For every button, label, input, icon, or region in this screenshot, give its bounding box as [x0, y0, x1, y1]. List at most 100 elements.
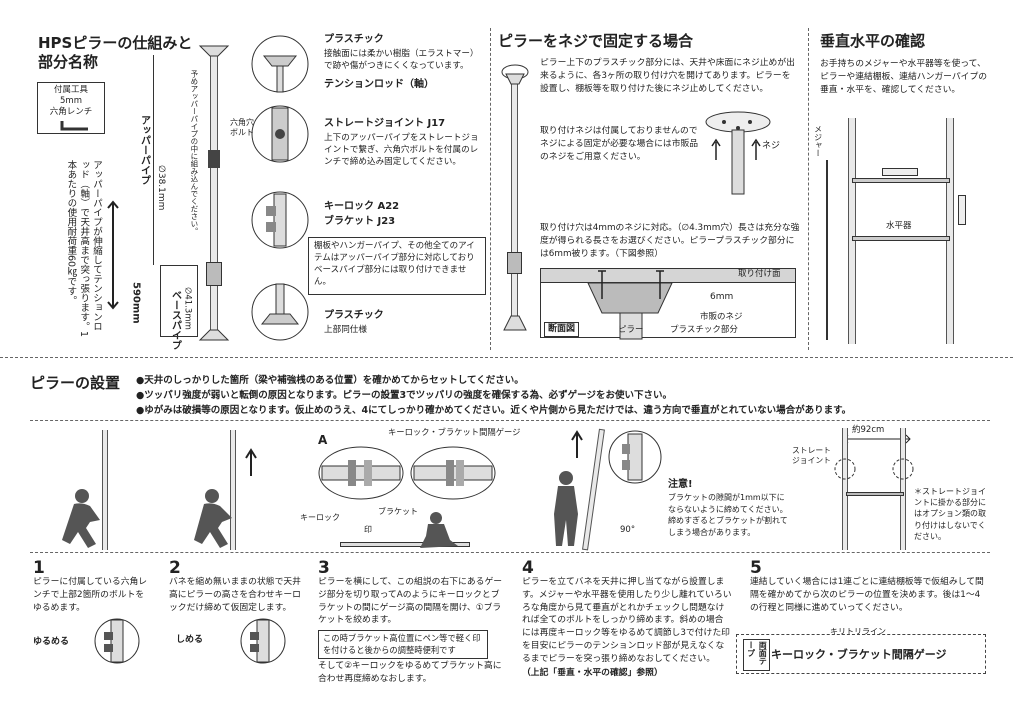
divider-1 — [490, 28, 491, 350]
illustration-bottom-border — [30, 552, 990, 553]
step1-sub: ゆるめる — [33, 637, 70, 647]
plastic-desc: 接触面には柔かい樹脂（エラストマー）で跡や傷がつきにくくなっています。 — [324, 48, 479, 71]
tension-rod-label: テンションロッド（軸） — [324, 79, 434, 91]
person-step2-icon — [194, 489, 232, 548]
gauge-label: キーロック・ブラケット間隔ゲージ — [388, 427, 521, 437]
joint-desc: 上下のアッパーパイプをストレートジョイントで繋ぎ、六角穴ボルトを付属のレンチで締… — [324, 132, 479, 168]
cut-gauge[interactable]: 両面テープ キーロック・ブラケット間隔ゲージ — [736, 634, 986, 674]
tool-box: 付属工具 5mm 六角レンチ — [37, 82, 105, 134]
joint-title: ストレートジョイント J17 — [324, 118, 446, 129]
pole-top-cap — [198, 45, 230, 57]
joint-note: ＊ストレートジョイントに掛かる部分にはオプション類の取り付けはしないでください。 — [914, 487, 986, 541]
six-mm-label: 6mm — [710, 292, 734, 302]
step1-text: ピラーに付属している六角レンチで上部2箇所のボルトをゆるめます。 — [33, 577, 148, 613]
step3-after: そして②キーロックをゆるめてブラケット高に合わせ再度締めなおします。 — [318, 661, 502, 684]
pillar-label: ピラー — [618, 325, 644, 335]
step3-text: ピラーを横にして、この組説の右下にあるゲージ部分を切り取ってAのようにキーロック… — [318, 577, 503, 626]
bracket-gap-detail-circle — [608, 430, 662, 484]
plastic-title: プラスチック — [324, 34, 384, 45]
caution-title: 注意! — [668, 479, 693, 490]
pre-assembled-note: 予めアッパーパイプの中に組み込んでください。 — [189, 70, 199, 235]
up-arrow-step4-icon — [571, 430, 583, 458]
base-diameter: ∅41.3mm — [182, 287, 193, 330]
section1-vertical-note: アッパーパイプが伸縮してテンションロッド（軸）で天井高まで突っ張ります。1本あた… — [65, 160, 102, 338]
step4-number: 4 — [522, 558, 534, 578]
cross-section-drawing — [587, 270, 673, 340]
section2-para3: 取り付け穴は4mmのネジに対応。（∅4.3mm穴）長さは充分な強度が得られる長さ… — [540, 223, 800, 259]
step1-pillar — [102, 430, 108, 550]
plastic2-desc: 上部同仕様 — [324, 324, 367, 335]
plastic2-title: プラスチック — [324, 310, 384, 321]
mark-label: 印 — [364, 525, 372, 534]
measure-tape — [826, 160, 828, 340]
joint-marker-right — [892, 458, 914, 480]
up-down-arrow-icon — [107, 200, 119, 310]
approx-label: 約92cm — [852, 425, 885, 435]
gauge-detail-circle-2 — [410, 446, 496, 500]
hex-bolt-label: 六角穴ボルト — [230, 118, 254, 137]
level-pillar-right — [946, 118, 954, 344]
step5-bar — [846, 492, 904, 496]
section-label: 断面図 — [544, 322, 580, 338]
straight-joint-label: ストレートジョイント — [792, 446, 831, 466]
base-pipe-label: ベースパイプ — [169, 290, 181, 350]
mount-surface-label: 取り付け面 — [738, 269, 781, 279]
illustration-top-border — [30, 420, 990, 421]
detail-circle-top — [251, 35, 309, 93]
pole-keylock — [206, 262, 222, 286]
bracket-label-step3: ブラケット — [378, 507, 418, 516]
tighten-detail-icon — [240, 618, 286, 664]
pillar-drawing — [210, 52, 218, 334]
section3-desc: お手持ちのメジャーや水平器等を使って、ピラーや連結棚板、連結ハンガーパイプの垂直… — [820, 59, 988, 95]
section2-para1: ピラー上下のプラスチック部分には、天井や床面にネジ止めが出来るように、各3ヶ所の… — [540, 58, 795, 94]
tape-label: 両面テープ — [743, 639, 771, 671]
install-bullet-1: ●天井のしっかりした箇所（梁や補強桟のある位置）を確かめてからセットしてください… — [136, 375, 524, 386]
person-step1-icon — [62, 489, 100, 548]
bracket-label: ブラケット J23 — [324, 215, 396, 227]
detail-circle-joint — [251, 105, 309, 163]
joint-marker-left — [834, 458, 856, 480]
loosen-detail-icon — [94, 618, 140, 664]
upper-pipe-label: アッパーパイプ — [138, 115, 150, 185]
pole-joint — [208, 150, 220, 168]
section1-title: HPSピラーの仕組みと 部分名称 — [38, 34, 193, 71]
deg90-label: 90° — [620, 525, 636, 535]
divider-2 — [808, 28, 809, 350]
gauge-name: キーロック・ブラケット間隔ゲージ — [771, 648, 947, 661]
person-step3-icon — [420, 512, 458, 548]
market-screw-label: 市販のネジ — [700, 312, 743, 322]
level-vertical-tool — [958, 195, 966, 225]
level-tool-icon — [882, 168, 918, 176]
level-shelf-bottom — [852, 236, 950, 241]
step3-boxnote: この時ブラケット高位置にペン等で軽く印を付けると後からの調整時便利です — [318, 630, 488, 660]
keylock-label-step3: キーロック — [300, 513, 340, 522]
keylock-label: キーロック A22 — [324, 201, 400, 212]
section2-title: ピラーをネジで固定する場合 — [498, 32, 694, 50]
step4-ref: （上記「垂直・水平の確認」参照） — [522, 668, 663, 678]
step5-number: 5 — [750, 558, 762, 578]
install-title: ピラーの設置 — [30, 374, 121, 392]
person-step4-icon — [554, 471, 578, 546]
level-pillar-left — [848, 118, 856, 344]
step5-pillar-left — [842, 428, 848, 550]
step4-text: ピラーを立てバネを天井に押し当てながら設置します。メジャーや水平器を使用したり少… — [522, 577, 732, 664]
hex-wrench-icon — [60, 121, 88, 131]
level-shelf-top — [852, 178, 950, 183]
step5-text: 連結していく場合には1連ごとに連結棚板等で仮組みして間隔を確かめてから次のピラー… — [750, 577, 984, 613]
item-note-box: 棚板やハンガーパイプ、その他全てのアイテムはアッパーパイプ部分に対応しておりベー… — [308, 237, 486, 295]
gauge-detail-circle-1 — [318, 446, 404, 500]
screw-pillar-bottom — [503, 315, 527, 331]
step4-pillar — [582, 428, 605, 551]
base-dim-box — [160, 265, 198, 337]
step1-number: 1 — [33, 558, 45, 578]
section3-title: 垂直水平の確認 — [820, 32, 926, 50]
up-arrow-icon — [245, 448, 257, 476]
cut-line-label: キリトリライン — [830, 627, 886, 636]
plastic-part-label: プラスチック部分 — [670, 325, 738, 335]
screw-label: ネジ — [762, 141, 781, 151]
pole-bottom-cap — [198, 329, 230, 341]
step2-sub: しめる — [176, 635, 204, 645]
section2-para2: 取り付けネジは付属しておりませんのでネジによる固定が必要な場合には市販品のネジを… — [540, 126, 699, 162]
label-a: A — [318, 433, 328, 447]
caution-desc: ブラケットの隙間が1mm以下にならないように締めてください。締めすぎるとブラケッ… — [668, 493, 788, 537]
